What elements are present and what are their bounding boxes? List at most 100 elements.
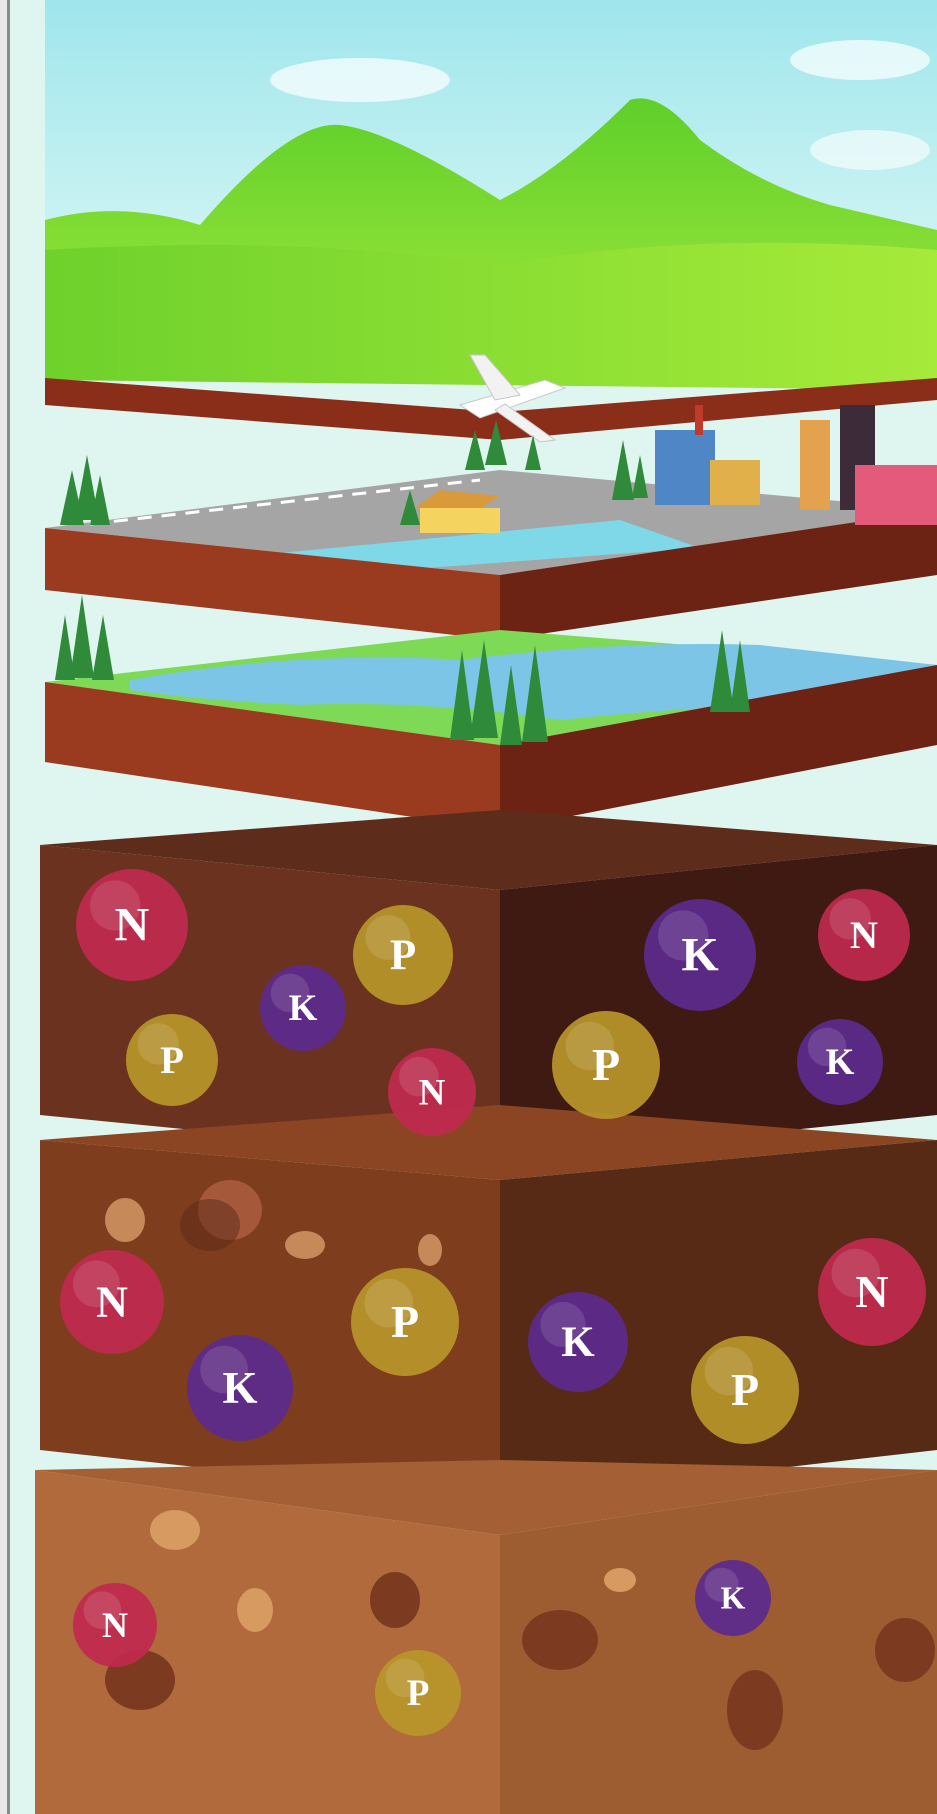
left-border-line [7,0,10,1814]
nutrient-badge-p: P [126,1014,218,1106]
nutrient-badge-n: N [818,1238,926,1346]
nutrient-label-n: N [855,1266,888,1317]
pink-building [855,465,937,525]
parent-top [35,1460,937,1535]
nutrient-highlight [565,1021,615,1071]
nutrient-badge-n: N [73,1583,157,1667]
nutrient-badge-k: K [695,1560,771,1636]
pebble [150,1510,200,1550]
nutrient-badge-k: K [797,1019,883,1105]
topsoil-top [40,810,937,890]
nutrient-highlight [704,1346,754,1396]
nutrient-circle [126,1014,218,1106]
runway-marking [89,478,481,526]
nutrient-highlight [270,973,310,1013]
rock [522,1610,598,1670]
nutrient-highlight [90,880,141,931]
nutrient-badge-k: K [260,965,346,1051]
nutrient-badge-n: N [76,869,188,981]
cloud [270,58,450,102]
pebble [604,1568,636,1592]
nutrient-circle [695,1560,771,1636]
parent-front [35,1470,500,1814]
nutrient-badge-k: K [187,1335,293,1441]
rock [727,1670,783,1750]
trees [55,595,750,745]
nutrient-label-k: K [289,988,318,1029]
nutrient-badge-k: K [528,1292,628,1392]
factory-chimney [695,405,703,435]
nutrient-circle [797,1019,883,1105]
nutrient-highlight [365,915,411,960]
river-layer [45,595,937,830]
trees [60,420,648,525]
pebble [237,1588,273,1632]
river-slab-front [45,682,500,830]
factory-building [655,430,715,505]
nutrient-circle [351,1268,459,1376]
nutrient-label-k: K [561,1319,595,1366]
pool [260,520,700,575]
nutrient-badge-k: K [644,899,756,1011]
nutrient-label-n: N [96,1278,128,1327]
pebble [418,1234,442,1266]
nutrient-highlight [137,1023,179,1065]
nutrient-highlight [399,1056,439,1097]
nutrient-badge-n: N [388,1048,476,1136]
nutrient-circle [260,965,346,1051]
building [710,460,760,505]
nutrient-highlight [704,1567,739,1602]
nutrient-label-p: P [407,1673,430,1714]
nutrient-label-k: K [681,929,718,982]
nutrient-badge-p: P [353,905,453,1005]
city-slab-front [45,528,500,640]
soil-layer-parent-material [35,1460,937,1814]
tower-building [800,420,830,510]
subsoil-side [500,1140,937,1500]
rock [875,1618,935,1682]
nutrient-circle [644,899,756,1011]
nutrient-label-p: P [160,1039,184,1082]
city-slab-side [500,510,937,640]
nutrient-label-n: N [102,1605,128,1645]
nutrient-label-k: K [826,1042,855,1083]
nutrient-label-k: K [721,1580,746,1616]
subsoil-front [40,1140,500,1500]
nutrient-circle [388,1048,476,1136]
nutrient-label-n: N [850,914,878,957]
pebble [105,1198,145,1242]
nutrient-highlight [831,1248,881,1298]
nutrient-circle [76,869,188,981]
nutrient-label-p: P [731,1364,759,1415]
nutrient-highlight [658,910,709,961]
nutrient-badge-p: P [552,1011,660,1119]
cloud [810,130,930,170]
nutrient-highlight [540,1302,586,1347]
nutrient-circle [818,1238,926,1346]
nutrient-highlight [73,1260,120,1308]
nutrient-highlight [83,1591,122,1630]
subsoil-top [40,1105,937,1180]
nutrient-highlight [200,1345,248,1394]
nutrient-label-p: P [391,1296,419,1347]
nutrient-circle [187,1335,293,1441]
nutrient-circle [353,905,453,1005]
nutrient-label-n: N [115,899,150,952]
nutrient-badge-n: N [818,889,910,981]
house [415,490,500,533]
nutrient-highlight [364,1278,414,1328]
nutrient-label-k: K [222,1363,257,1413]
rock [370,1572,420,1628]
nutrient-circle [528,1292,628,1392]
mountain-landscape-layer [45,0,937,440]
nutrient-badge-p: P [351,1268,459,1376]
nutrient-highlight [829,898,871,940]
grass-field [45,242,937,390]
nutrient-circle [73,1583,157,1667]
nutrient-badge-p: P [691,1336,799,1444]
nutrient-label-n: N [419,1072,446,1113]
nutrient-badge-n: N [60,1250,164,1354]
